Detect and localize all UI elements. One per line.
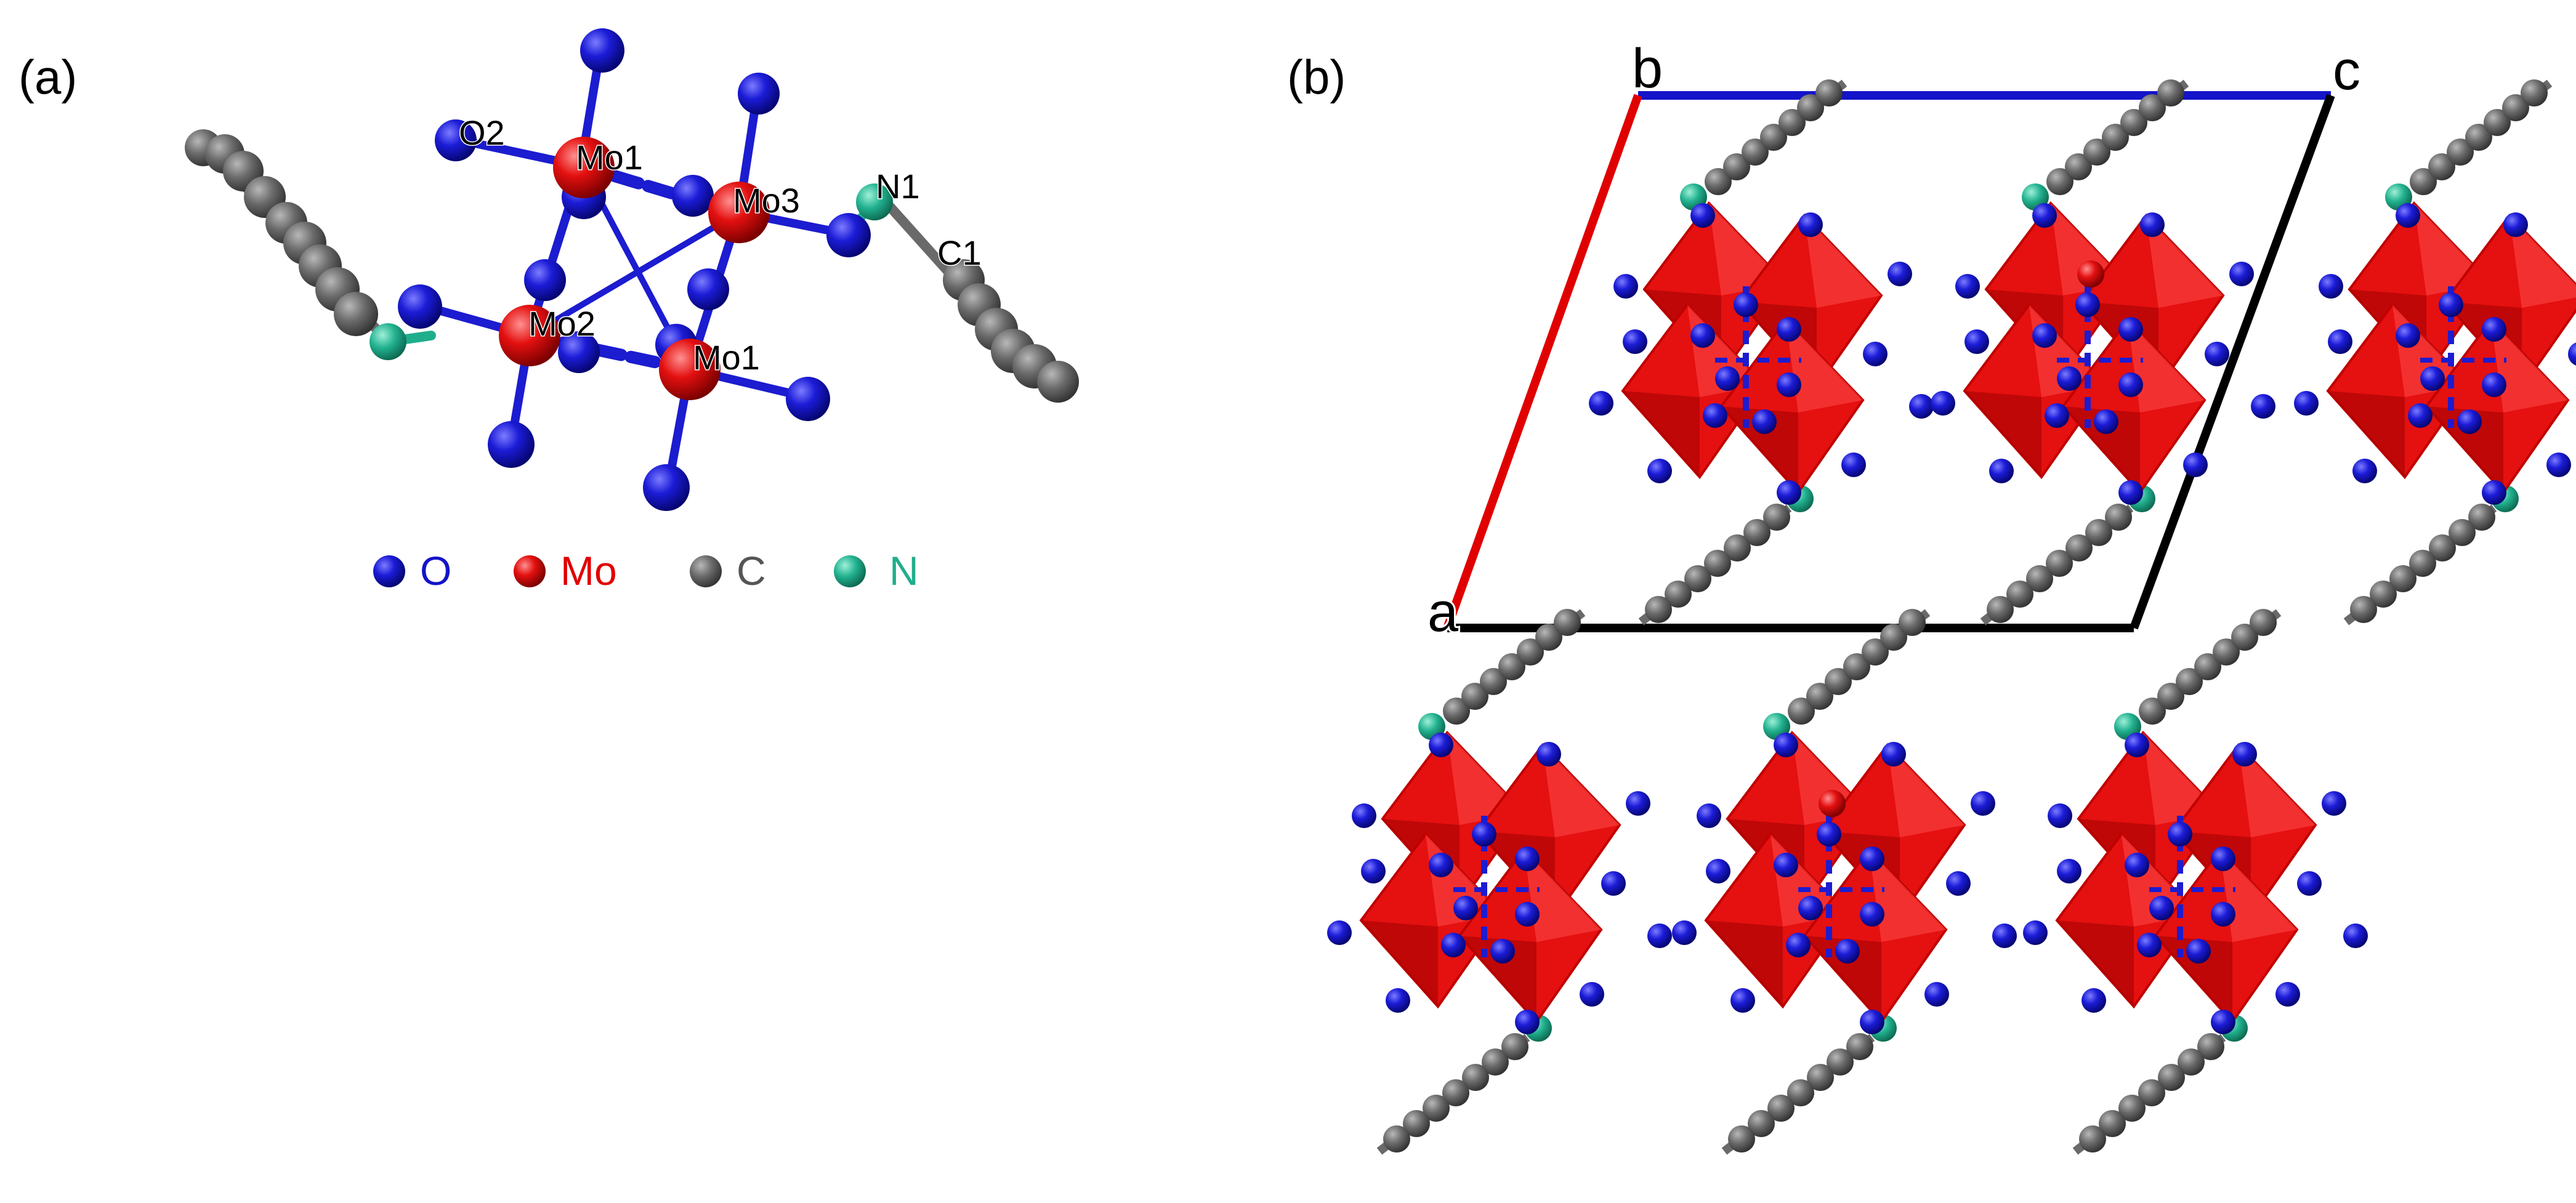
label-o2: O2 [459,113,505,152]
axis-label-a: a [1427,582,1459,643]
oxygen-atoms [398,28,871,511]
mo-octahedra [1621,201,1883,495]
molecule-unit [1672,609,2017,1155]
legend-oxygen-sphere [373,555,405,587]
carbon-chain [1980,504,2134,626]
molybdenum-atom [2077,260,2104,288]
oxygen-atoms [2294,203,2576,505]
legend-carbon-sphere [690,555,722,587]
carbon-chain [2410,79,2553,195]
atom-labels: O2 Mo1 Mo3 N1 C1 Mo2 Mo1 [458,113,983,378]
legend-carbon-label: C [737,548,766,593]
oxygen-atoms [1931,203,2275,505]
carbon-chain [1721,1033,1875,1155]
legend-item-carbon: C [690,548,766,593]
legend-nitrogen-label: N [889,548,919,593]
axis-label-c: c [2333,40,2360,102]
mo-octahedra [1359,730,1621,1024]
panel-b: (b) b c a [1287,36,2576,1155]
molecule-unit [1931,79,2275,626]
molecule-unit [1589,79,1934,626]
oxygen-atoms [1589,203,1934,505]
oxygen-atoms [1327,733,1672,1034]
legend-oxygen-label: O [420,548,451,593]
carbon-chain-left [185,129,436,347]
mo-octahedra [1704,730,1966,1024]
molecule-motifs [1327,79,2576,1155]
oxygen-atoms [1672,733,2017,1034]
label-n1: N1 [876,167,920,206]
legend-item-nitrogen: N [834,548,919,593]
carbon-chain [1638,504,1792,626]
mo-octahedra [1963,201,2225,495]
carbon-chain-right [882,198,1079,403]
mo-octahedra [2055,730,2317,1024]
label-c1: C1 [937,233,982,272]
axis-labels: b c a [1426,36,2362,645]
unit-cell [1443,91,2335,632]
oxygen-atoms [2023,733,2368,1034]
mo-octahedra [2326,201,2576,495]
carbon-chain [2046,79,2189,195]
cell-edge-right [2130,94,2335,630]
molybdenum-atom [1819,790,1846,817]
axis-label-b: b [1632,38,1663,100]
molecule-unit [2294,79,2576,626]
legend-molybdenum-label: Mo [560,548,617,593]
molecule-unit [1327,609,1672,1155]
panel-a-label: (a) [18,50,77,104]
label-mo2: Mo2 [528,304,596,343]
molecule-unit [2023,609,2368,1155]
label-mo3: Mo3 [733,181,800,220]
carbon-chain [1376,1033,1530,1155]
nitrogen-atoms [369,183,893,360]
carbon-chain [1443,609,1586,725]
label-mo1-top: Mo1 [576,138,643,177]
panel-b-label: (b) [1287,50,1346,104]
label-mo1-bottom: Mo1 [693,338,760,377]
carbon-chain [2343,504,2497,626]
carbon-chain [1788,609,1931,725]
legend-molybdenum-sphere [514,555,546,587]
legend-item-molybdenum: Mo [514,548,617,593]
cell-edge-a [1443,94,1642,630]
carbon-chain [2139,609,2282,725]
panel-a: (a) [18,28,1079,593]
carbon-chain [1705,79,1847,195]
legend-item-oxygen: O [373,548,451,593]
element-legend: O Mo C N [373,548,919,593]
carbon-chain [2072,1033,2226,1155]
legend-nitrogen-sphere [834,555,866,587]
molybdenum-atoms [499,137,770,400]
